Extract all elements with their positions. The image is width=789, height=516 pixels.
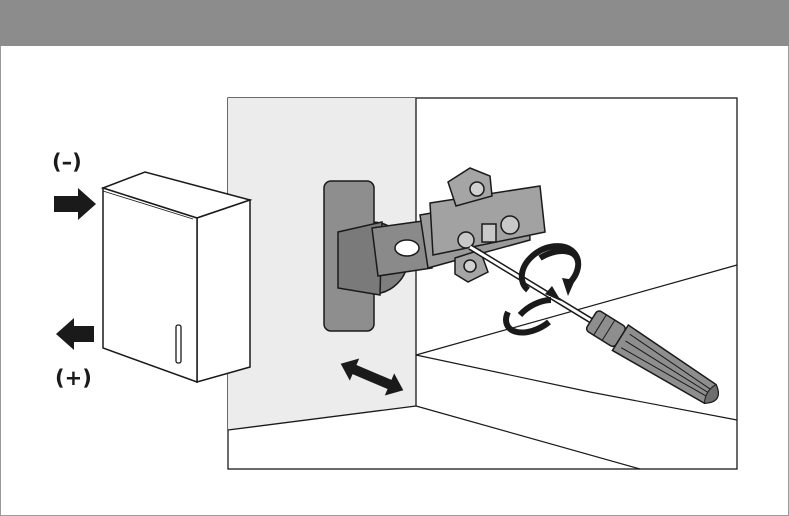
rotate-arrow-upper-arc xyxy=(538,248,581,263)
arrow-right-icon xyxy=(54,188,96,220)
door-handle xyxy=(175,324,182,364)
minus-label: (–) xyxy=(52,150,82,174)
double-arrow-icon xyxy=(340,358,404,396)
rotate-arrows-icon xyxy=(517,243,582,318)
side-screw xyxy=(500,215,520,235)
bottom-screw xyxy=(463,259,477,273)
cabinet-illustration xyxy=(100,171,253,384)
plus-label: (+) xyxy=(55,366,92,390)
arrow-left-icon xyxy=(56,318,94,350)
top-screw xyxy=(469,181,485,197)
hinge xyxy=(323,167,546,332)
rotate-arrow-lower-arc xyxy=(503,310,551,336)
rotate-arrow-head-lower xyxy=(545,286,561,301)
adjustment-screw xyxy=(457,231,475,249)
rotate-arrow-head-upper xyxy=(562,278,575,296)
header-bar xyxy=(0,0,789,46)
screwdriver xyxy=(468,244,719,404)
panel-bottom-edge xyxy=(227,405,417,431)
